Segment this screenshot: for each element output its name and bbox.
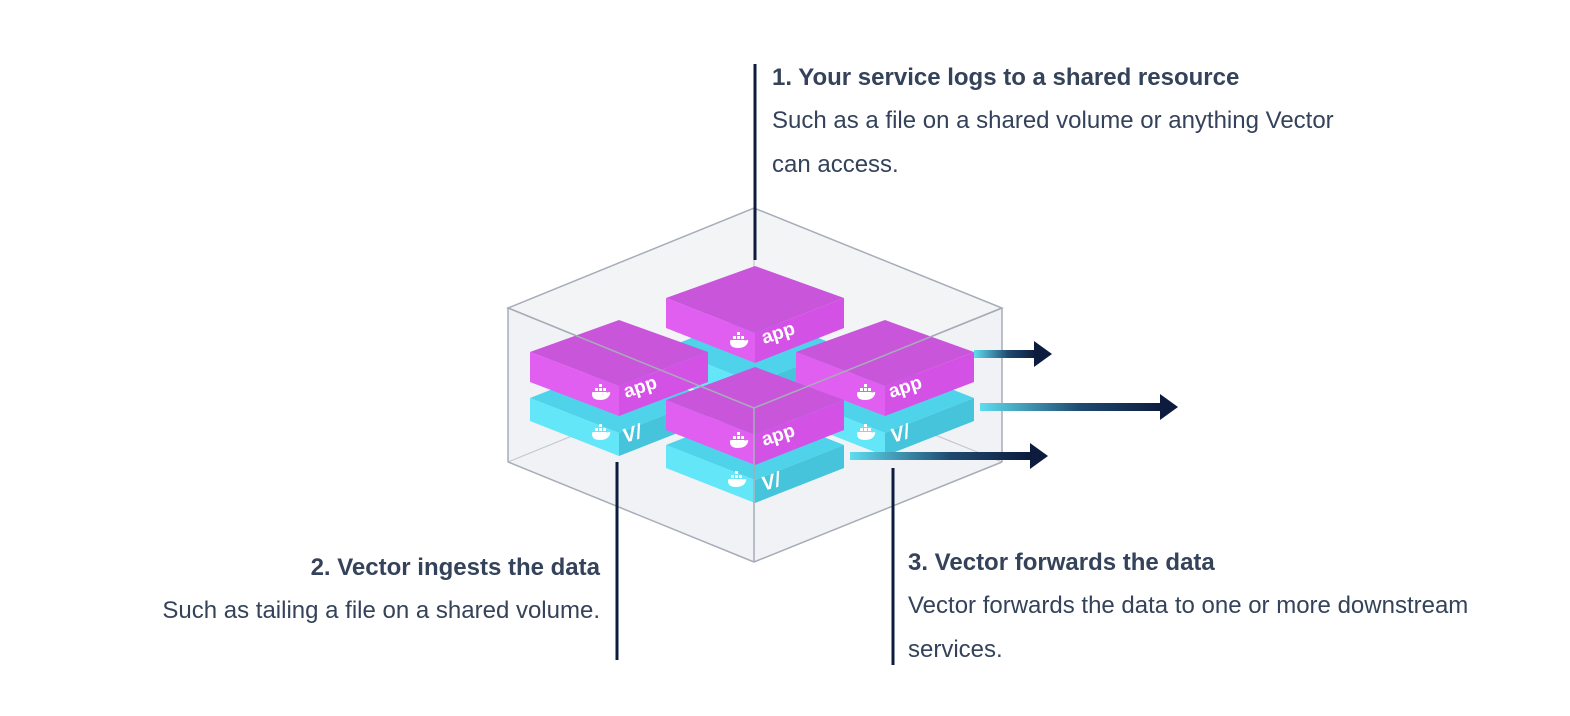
callout-text: Vector forwards the data to one or more … bbox=[908, 592, 1469, 663]
forward-arrow-2 bbox=[980, 394, 1178, 420]
forward-arrow-3 bbox=[850, 443, 1048, 469]
callout-text: Such as tailing a file on a shared volum… bbox=[162, 597, 600, 624]
callout-title: 3. Vector forwards the data bbox=[908, 549, 1215, 576]
callout-vector-forwards: 3. Vector forwards the data Vector forwa… bbox=[908, 546, 1548, 672]
callout-shared-resource: 1. Your service logs to a shared resourc… bbox=[772, 61, 1412, 187]
service-stack-front: app V/ bbox=[666, 367, 844, 503]
callout-title: 2. Vector ingests the data bbox=[310, 554, 600, 581]
callout-text: Such as a file on a shared volume or any… bbox=[772, 107, 1334, 178]
host-box-front-edges bbox=[507, 307, 1003, 563]
callout-title: 1. Your service logs to a shared resourc… bbox=[772, 64, 1240, 91]
forward-arrow-1 bbox=[974, 341, 1052, 367]
callout-vector-ingests: 2. Vector ingests the data Such as taili… bbox=[90, 551, 600, 633]
